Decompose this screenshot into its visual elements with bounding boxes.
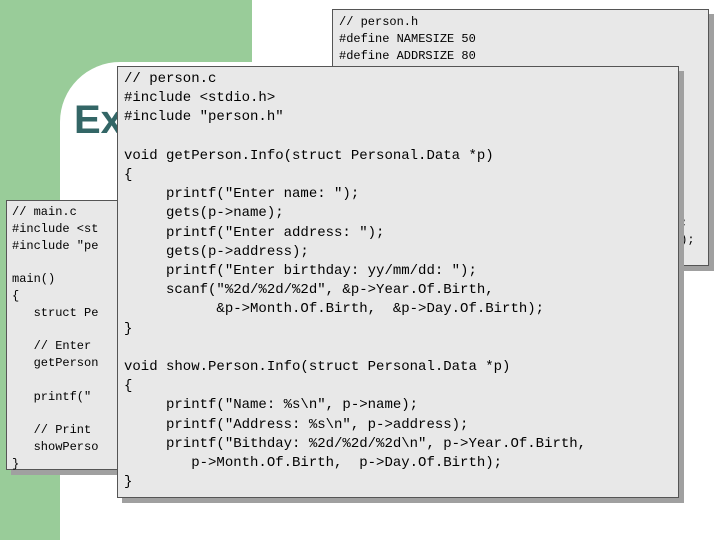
- person-h-code: // person.h #define NAMESIZE 50 #define …: [339, 15, 476, 63]
- main-c-code: // main.c #include <st #include "pe main…: [12, 205, 99, 471]
- top-green-band: [60, 0, 252, 62]
- slide-title: Ex: [74, 98, 123, 142]
- person-c-code: // person.c #include <stdio.h> #include …: [124, 71, 587, 491]
- person-c-code-box: // person.c #include <stdio.h> #include …: [117, 66, 679, 498]
